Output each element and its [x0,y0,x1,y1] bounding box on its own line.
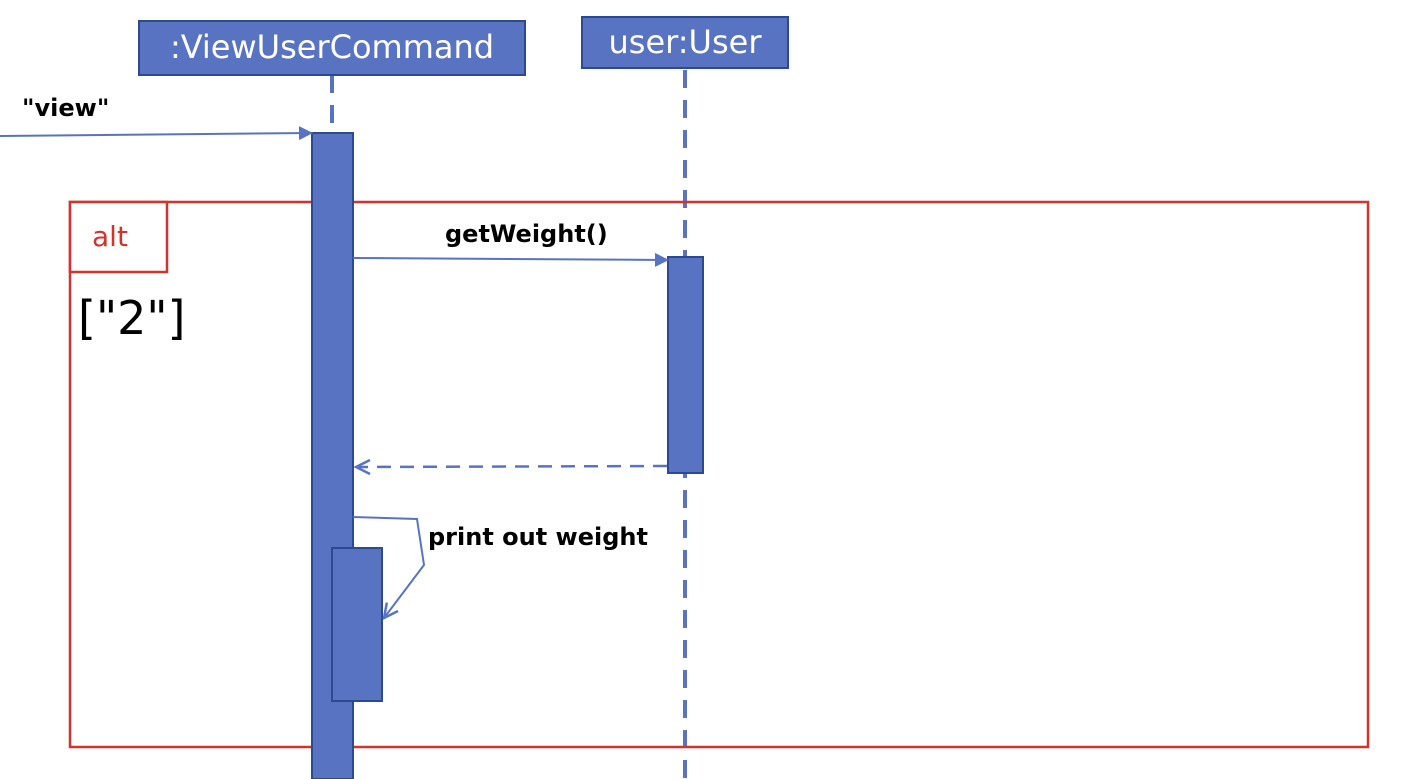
participant-user-box [581,16,789,69]
participant-user-label: user:User [609,23,763,61]
message-get-weight-label: getWeight() [445,220,608,248]
message-self-print-label: print out weight [428,523,648,551]
message-view-arrow [0,126,313,141]
message-view-label: "view" [22,94,109,122]
participant-view-user-command-label: :ViewUserCommand [170,28,494,66]
alt-operator-label: alt [92,220,128,253]
activation-user-get-weight [667,256,704,474]
participant-view-user-command-box [138,20,526,76]
message-self-print-arrow [352,516,426,618]
alt-guard-condition: ["2"] [78,291,185,345]
message-get-weight-arrow [352,252,669,267]
alt-fragment-frame [68,200,1370,749]
alt-operator-box [68,200,169,274]
message-return-arrow [356,466,668,467]
activation-self-print [331,547,383,702]
